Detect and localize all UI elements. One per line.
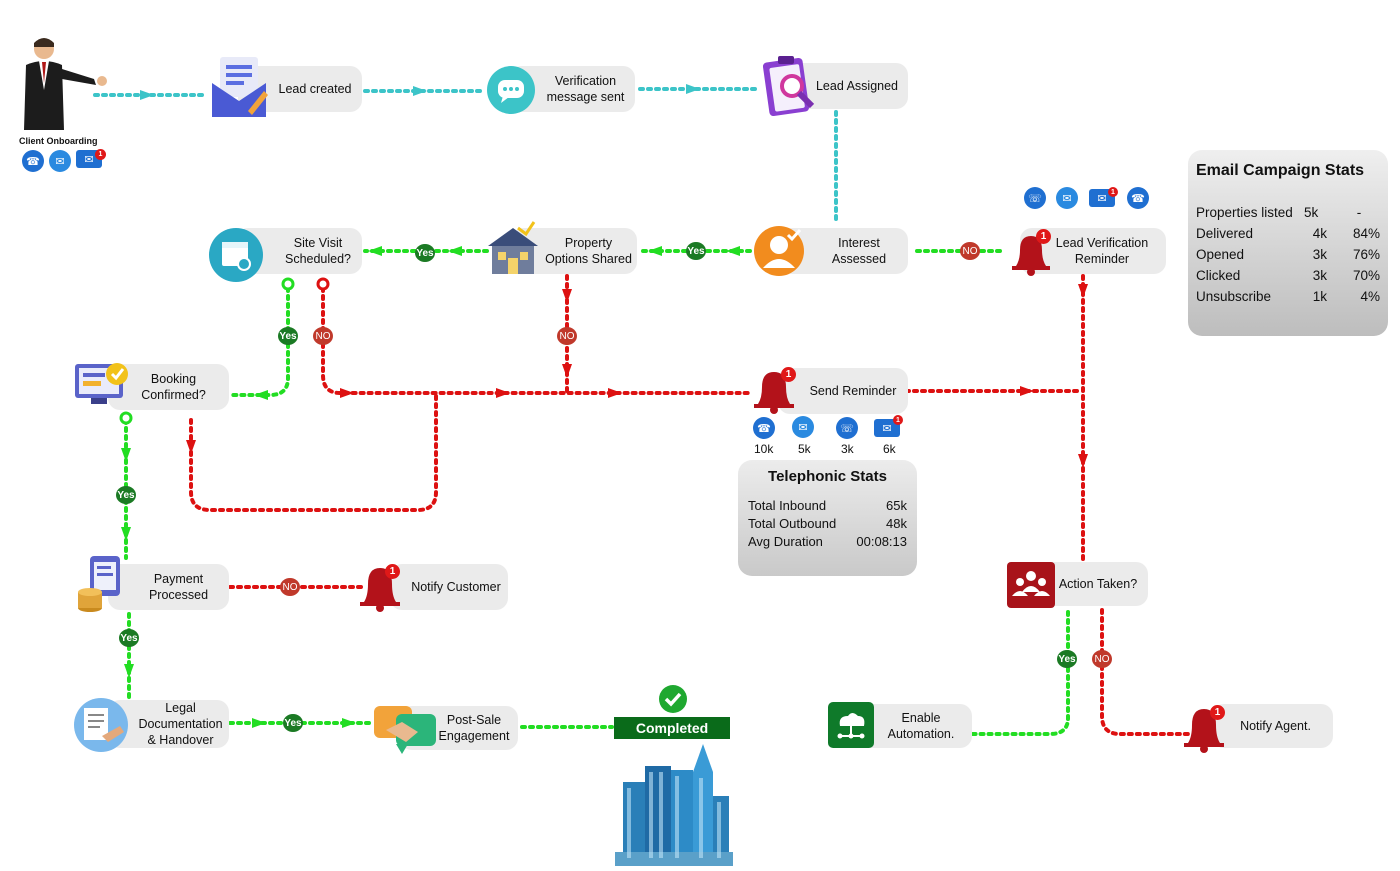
email-icon[interactable]: ✉: [49, 150, 71, 172]
notify-agent-node[interactable]: Notify Agent.: [1212, 704, 1333, 748]
decision-no: NO: [1092, 650, 1112, 668]
decision-yes: Yes: [278, 327, 298, 345]
callback-icon[interactable]: ☏: [836, 417, 858, 439]
email-stats-title: Email Campaign Stats: [1196, 162, 1365, 179]
phone-icon[interactable]: ☎: [22, 150, 44, 172]
lead-assigned-label: Lead Assigned: [815, 79, 898, 93]
skyscrapers-image: [615, 742, 733, 866]
notification-badge: 1: [385, 564, 400, 579]
payment-processed-label: Payment Processed: [148, 572, 209, 602]
legal-documentation-label: Legal Documentation & Handover: [138, 701, 223, 747]
bell-icon: [750, 366, 798, 414]
send-reminder-node[interactable]: Send Reminder: [778, 368, 908, 414]
email-count: 5k: [798, 442, 811, 456]
action-taken-label: Action Taken?: [1058, 577, 1138, 591]
notify-agent-label: Notify Agent.: [1240, 719, 1311, 733]
decision-no: NO: [557, 327, 577, 345]
check-circle-icon: [658, 684, 688, 714]
property-options-label: Property Options Shared: [545, 236, 632, 266]
callback-count: 3k: [841, 442, 854, 456]
send-reminder-label: Send Reminder: [809, 384, 897, 398]
email-icon[interactable]: ✉: [1056, 187, 1078, 209]
envelope-edit-icon: [210, 55, 268, 117]
notify-customer-label: Notify Customer: [411, 580, 501, 594]
phone-count: 10k: [754, 442, 774, 456]
user-check-icon: [752, 224, 806, 276]
booking-confirmed-node[interactable]: Booking Confirmed?: [108, 364, 229, 410]
decision-yes: Yes: [415, 244, 435, 262]
team-icon: [1007, 562, 1055, 608]
decision-yes: Yes: [283, 714, 303, 732]
handshake-icon: [372, 704, 438, 758]
chat-bubble-icon: [487, 66, 535, 114]
completed-banner: Completed: [614, 717, 730, 739]
decision-yes: Yes: [1057, 650, 1077, 668]
cloud-network-icon: [828, 702, 874, 748]
decision-yes: Yes: [119, 629, 139, 647]
decision-yes: Yes: [116, 486, 136, 504]
house-icon: [484, 220, 542, 276]
bell-icon: [1008, 230, 1054, 276]
clipboard-search-icon: [760, 52, 820, 118]
invoice-coins-icon: [76, 554, 126, 614]
notification-badge: 1: [1108, 187, 1118, 197]
enable-automation-label: Enable Automation.: [887, 711, 955, 741]
legal-documentation-node[interactable]: Legal Documentation & Handover: [108, 700, 229, 748]
booking-screen-icon: [73, 360, 131, 410]
callback-icon[interactable]: ☏: [1024, 187, 1046, 209]
phone-icon[interactable]: ☎: [753, 417, 775, 439]
decision-no: NO: [960, 242, 980, 260]
notification-badge: 1: [893, 415, 903, 425]
notification-badge: 1: [95, 149, 106, 160]
document-handover-icon: [74, 698, 128, 752]
site-visit-label: Site Visit Scheduled?: [284, 236, 352, 266]
verification-node[interactable]: Verification message sent: [510, 66, 635, 112]
email-icon[interactable]: ✉: [792, 416, 814, 438]
notification-badge: 1: [1036, 229, 1051, 244]
verification-label: Verification message sent: [546, 74, 625, 104]
telephonic-stats-title: Telephonic Stats: [768, 468, 887, 485]
businessman-icon: [14, 35, 114, 135]
interest-assessed-label: Interest Assessed: [831, 236, 887, 266]
phone-icon[interactable]: ☎: [1127, 187, 1149, 209]
notification-badge: 1: [781, 367, 796, 382]
decision-yes: Yes: [686, 242, 706, 260]
booking-confirmed-label: Booking Confirmed?: [141, 372, 206, 402]
decision-no: NO: [313, 327, 333, 345]
lead-created-label: Lead created: [278, 82, 352, 96]
notify-customer-node[interactable]: Notify Customer: [390, 564, 508, 610]
mail-count: 6k: [883, 442, 896, 456]
decision-no: NO: [280, 578, 300, 596]
post-sale-label: Post-Sale Engagement: [438, 713, 510, 743]
calendar-icon: [209, 228, 263, 282]
payment-processed-node[interactable]: Payment Processed: [108, 564, 229, 610]
client-onboarding-label: Client Onboarding: [19, 136, 98, 146]
notification-badge: 1: [1210, 705, 1225, 720]
lead-verification-reminder-label: Lead Verification Reminder: [1055, 236, 1149, 266]
